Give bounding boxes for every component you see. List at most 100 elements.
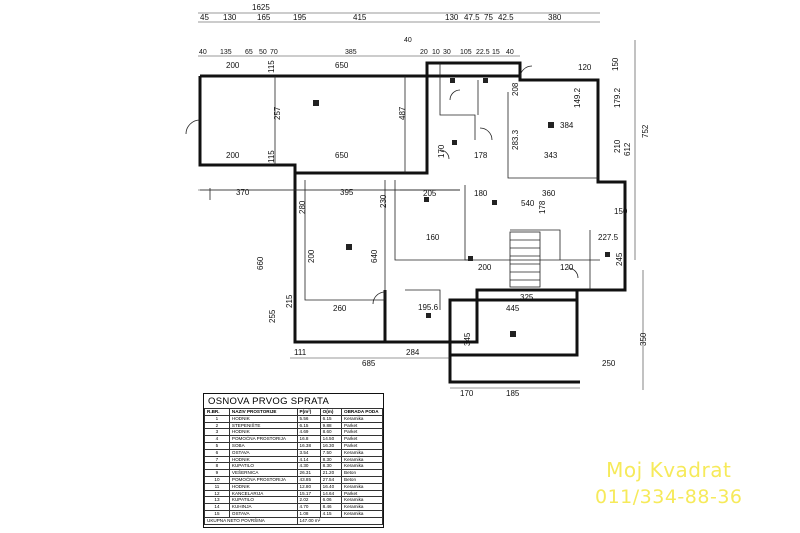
table-cell: 14	[204, 503, 230, 511]
table-cell: OSTAVA	[228, 448, 298, 457]
table-cell: 27.54	[319, 475, 343, 484]
dim-label: 215	[285, 294, 294, 308]
dim-label: 130	[445, 13, 459, 22]
table-cell: 10	[204, 475, 230, 484]
dim-label: 250	[602, 359, 616, 368]
dim-label: 325	[520, 293, 534, 302]
dim-label: 65	[245, 49, 253, 56]
dim-label: 208	[511, 82, 520, 96]
dim-label: 170	[460, 389, 474, 398]
table-cell: 6	[204, 448, 230, 457]
dim-label: 15	[492, 49, 500, 56]
table-cell: Keramika	[341, 448, 383, 457]
dim-label: 200	[478, 263, 492, 272]
table-cell: 3.54	[296, 448, 321, 457]
dim-label: 350	[639, 332, 648, 346]
dim-label: 47.5	[464, 13, 480, 22]
dim-label: 205	[423, 189, 437, 198]
dim-label: 640	[370, 249, 379, 263]
table-cell: 14.64	[319, 489, 343, 498]
room-markers	[313, 78, 610, 337]
col-header: O(m)	[319, 408, 343, 416]
dim-label: 540	[521, 199, 535, 208]
dim-label: 150	[611, 57, 620, 71]
dim-label: 415	[353, 13, 367, 22]
table-cell: Parket	[341, 421, 383, 430]
dim-label: 40	[404, 37, 412, 44]
table-cell: 26.31	[296, 469, 321, 477]
table-cell: 7.50	[319, 448, 343, 457]
dim-label: 370	[236, 188, 250, 197]
table-cell: Parket	[341, 428, 383, 437]
total-label: UKUPNA NETO POVRŠINA	[204, 516, 298, 525]
table-cell: Keramika	[341, 509, 383, 518]
table-cell: 11	[204, 482, 230, 491]
dim-label: 685	[362, 359, 376, 368]
table-cell: 16.38	[296, 441, 321, 450]
dim-label: 75	[484, 13, 493, 22]
table-cell: POMOĆNA PROSTORIJA	[228, 435, 298, 443]
dim-label: 120	[578, 63, 592, 72]
dim-label: 200	[226, 151, 240, 160]
dim-label: 179.2	[613, 87, 622, 108]
dim-label: 111	[294, 348, 307, 357]
top-dim-chain: 45 130 165 195 415 130 47.5 75 42.5 380	[200, 13, 562, 22]
dim-label: 260	[333, 304, 347, 313]
table-cell: Parket	[341, 441, 383, 450]
dim-label: 343	[544, 151, 558, 160]
dim-label: 284	[406, 348, 420, 357]
table-cell: Keramika	[341, 503, 383, 511]
staircase	[509, 231, 541, 288]
table-cell: Parket	[341, 435, 383, 443]
table-cell: 15	[204, 509, 230, 518]
table-cell: HODNIK	[228, 455, 298, 464]
dim-label: 150	[614, 207, 628, 216]
table-cell: 4.69	[296, 428, 321, 437]
table-cell: 12	[204, 489, 230, 498]
table-cell: 43.85	[296, 475, 321, 484]
dim-label: 45	[200, 13, 209, 22]
dim-label: 30	[443, 49, 451, 56]
dim-label: 20	[420, 49, 428, 56]
dim-label: 487	[398, 106, 407, 120]
dim-label: 115	[267, 150, 276, 163]
dim-label: 105	[460, 49, 472, 56]
total-value: 147.00 m²	[296, 516, 384, 525]
dim-label: 257	[273, 106, 282, 120]
total-row: UKUPNA NETO POVRŠINA 147.00 m²	[204, 516, 384, 525]
table-cell: KANCELARIJA	[228, 489, 298, 498]
dim-label: 120	[560, 263, 574, 272]
dim-label: 170	[437, 144, 446, 158]
dim-label: 180	[474, 189, 488, 198]
dim-label: 255	[268, 309, 277, 323]
table-cell: 5.56	[296, 414, 321, 423]
table-cell: POMOĆNA PROSTORIJA	[228, 475, 298, 484]
agency-watermark: Moj Kvadrat 011/334-88-36	[595, 458, 743, 508]
table-cell: 6.06	[319, 496, 343, 505]
table-cell: VEŠERNICA	[228, 469, 298, 477]
exterior-walls	[198, 61, 627, 384]
dim-label: 230	[379, 194, 388, 208]
table-cell: 5	[204, 441, 230, 450]
legend-title: OSNOVA PRVOG SPRATA	[208, 396, 330, 407]
table-cell: HODNIK	[228, 482, 298, 491]
table-cell: 16.8	[296, 435, 321, 443]
dim-label: 10	[432, 49, 440, 56]
table-header-row: R.BR. NAZIV PROSTORIJE P(m²) O(m) OBRADA…	[204, 408, 383, 416]
dim-label: 160	[426, 233, 440, 242]
dim-label: 135	[220, 49, 232, 56]
watermark-phone: 011/334-88-36	[595, 486, 743, 508]
table-cell: Beton	[341, 475, 383, 484]
table-cell: 2.02	[296, 496, 321, 505]
dim-label: 227.5	[598, 233, 619, 242]
dim-label: 445	[506, 304, 520, 313]
